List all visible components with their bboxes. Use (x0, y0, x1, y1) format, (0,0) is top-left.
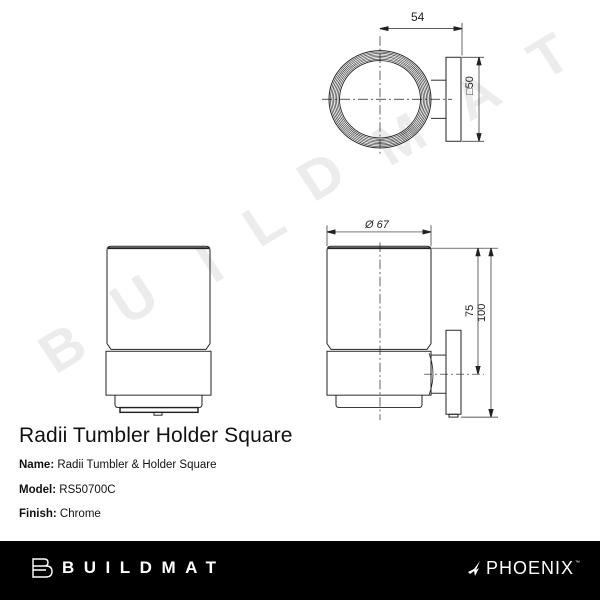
svg-text:U: U (100, 264, 170, 337)
watermark: B U I L D M A T (28, 22, 582, 386)
trademark-mark: ™ (575, 560, 580, 566)
field-label: Model: (19, 484, 57, 496)
svg-text:D: D (287, 140, 357, 213)
buildmat-logo: BUILDMAT (32, 558, 226, 578)
field-value: Radii Tumbler & Holder Square (57, 459, 217, 471)
top-view (322, 22, 484, 155)
svg-text:B: B (28, 312, 98, 385)
technical-drawing-svg: B U I L D M A T (28, 22, 582, 420)
phoenix-logo: PHOENIX ™ (466, 558, 580, 579)
dim-67-label: Ø 67 (365, 219, 389, 231)
front-view (105, 245, 212, 416)
side-view (326, 225, 498, 420)
dim-100-label: 100 (476, 303, 488, 322)
field-name: Name: Radii Tumbler & Holder Square (19, 459, 217, 471)
field-label: Name: (19, 459, 55, 471)
field-value: RS50700C (59, 484, 116, 496)
product-title: Radii Tumbler Holder Square (19, 424, 293, 447)
dim-75-label: 75 (464, 304, 476, 317)
phoenix-wordmark: PHOENIX (485, 558, 574, 578)
field-model: Model: RS50700C (19, 484, 116, 496)
phoenix-flame-icon (467, 560, 480, 576)
footer-bar: BUILDMAT PHOENIX ™ (0, 541, 600, 600)
product-info: Radii Tumbler Holder Square Name: Radii … (19, 424, 293, 520)
field-label: Finish: (19, 508, 57, 520)
buildmat-wordmark: BUILDMAT (62, 558, 226, 577)
dim-54-label: 54 (411, 10, 425, 24)
dim-50-label: □50 (464, 76, 476, 95)
buildmat-b-icon (32, 558, 53, 578)
svg-text:T: T (517, 22, 582, 92)
technical-drawing: B U I L D M A T (28, 22, 582, 420)
field-value: Chrome (59, 508, 101, 520)
svg-text:A: A (442, 60, 512, 133)
svg-text:L: L (232, 189, 296, 259)
field-finish: Finish: Chrome (19, 508, 101, 520)
